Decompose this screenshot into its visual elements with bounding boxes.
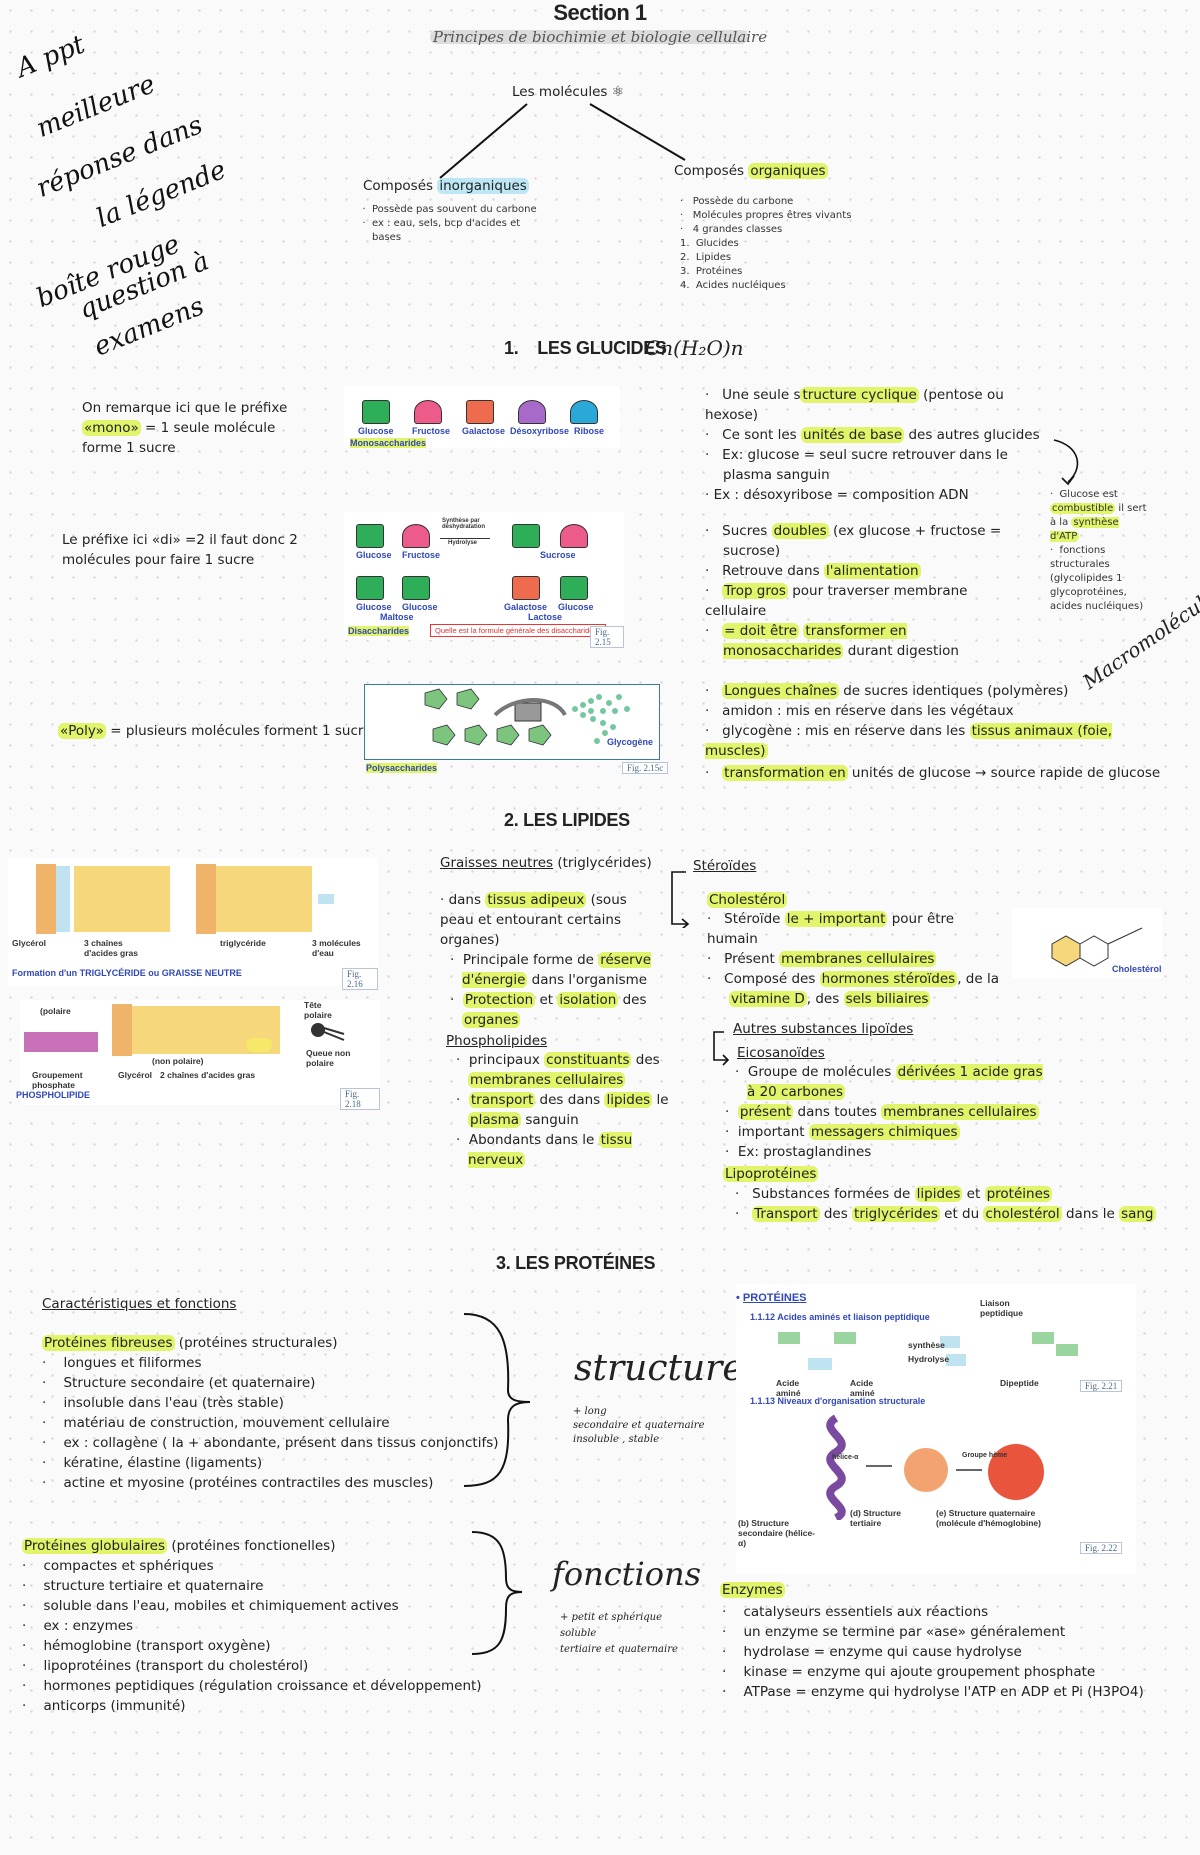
brace-icon (471, 1531, 523, 1655)
organic-title: Composés organiques (674, 163, 828, 179)
cholesterol-title: Cholestérol (707, 892, 788, 908)
bracket-icon (671, 871, 690, 928)
proteines-heading: 3. LES PROTÉINES (496, 1253, 656, 1273)
di-explanation: Le préfixe ici «di» =2 il faut donc 2 mo… (62, 532, 298, 568)
fonctions-word: fonctions (552, 1555, 702, 1593)
fig-label: Galactose (462, 426, 506, 436)
poly-notes: · Longues chaînes de sucres identiques (… (705, 683, 1161, 781)
phospholipides-title: Phospholipides (446, 1033, 548, 1049)
fig-tag: Fig. 2.15c (622, 762, 669, 774)
glucose-side-note: · Glucose est combustible il sert à la s… (1050, 489, 1147, 612)
disaccharides-figure: Synthèse par déshydratation Hydrolyse Gl… (344, 512, 624, 648)
autres-title: Autres substances lipoïdes (733, 1021, 914, 1037)
molecules-label: Les molécules ⚛ (512, 84, 625, 100)
fig-label: Désoxyribose (510, 426, 570, 436)
caracteristiques-title: Caractéristiques et fonctions (42, 1296, 237, 1312)
deoxyribose-ring (518, 400, 546, 424)
ribose-ring (570, 400, 598, 424)
fig-label: Fructose (412, 426, 451, 436)
phospholipides-notes: · principaux constituants des membranes … (456, 1052, 669, 1168)
fig-tag: Fig. 2.15 (590, 626, 624, 648)
lipoproteines-notes: · Substances formées de lipides et proté… (735, 1186, 1156, 1222)
fig-caption: Polysaccharides (366, 763, 438, 773)
eicosanoides-notes: · Groupe de molécules dérivées 1 acide g… (725, 1064, 1043, 1160)
fig-caption: Disaccharides (348, 626, 410, 636)
steroides-notes: · Stéroïde le + important pour être huma… (707, 911, 999, 1007)
poly-explanation: «Poly» = plusieurs molécules forment 1 s… (58, 723, 372, 739)
atom-icon: ⚛ (611, 84, 625, 100)
graisses-notes: · dans (sous peau et entourant certains … (440, 892, 651, 1028)
fonctions-notes: + petit et sphérique soluble tertiaire e… (560, 1612, 678, 1655)
structure-word: structure (574, 1348, 744, 1389)
polysaccharides-figure: Glycogène (364, 684, 660, 760)
glucose-ring (362, 400, 390, 424)
lipoproteines-title: Lipoprotéines (723, 1166, 819, 1182)
glycogen-drawing (424, 688, 630, 746)
monosaccharides-figure: Glucose Fructose Galactose Désoxyribose … (344, 386, 620, 448)
subtitle-highlight (430, 30, 748, 44)
globulaires-title: Protéines globulaires (protéines fonctio… (22, 1538, 336, 1554)
fig-label: Glucose (358, 426, 394, 436)
fibreuses-list: · longues et filiformes · Structure seco… (42, 1355, 499, 1491)
page-title: Section 1 (553, 0, 647, 25)
graisses-title: Graisses neutres (triglycérides) (440, 855, 652, 871)
fig-label: Synthèse par déshydratation (442, 518, 486, 530)
handwritten-note: A ppt meilleure réponse dans la légende … (12, 30, 318, 363)
bracket-icon (713, 1031, 730, 1066)
arrow-icon (1053, 439, 1079, 486)
inorganic-list: Possède pas souvent du carbone ex : eau,… (350, 203, 552, 245)
fig-label: Hydrolyse (448, 540, 478, 546)
inorganic-title: Composés inorganiques (363, 178, 529, 194)
triglyceride-figure: Glycérol 3 chaînes d'acides gras triglyc… (8, 858, 378, 990)
lipides-heading: 2. LES LIPIDES (504, 810, 630, 830)
fig-label: Ribose (574, 426, 605, 436)
fibreuses-title: Protéines fibreuses (protéines structura… (42, 1335, 338, 1351)
galactose-ring (466, 400, 494, 424)
tree-lines (439, 103, 686, 179)
steroides-title: Stéroïdes (693, 858, 757, 874)
mono-explanation: On remarque ici que le préfixe «mono» = … (82, 400, 288, 456)
di-notes: · Sucres doubles (ex glucose + fructose … (705, 523, 1002, 659)
fructose-ring (414, 400, 442, 424)
glucides-formula: Cn(H₂O)n (645, 336, 744, 360)
organic-list: · Possède du carbone · Molécules propres… (680, 196, 852, 291)
cholesterol-figure: Cholestérol (1012, 908, 1162, 978)
fig-caption: Monosaccharides (350, 438, 427, 448)
page-subtitle: Principes de biochimie et biologie cellu… (432, 28, 768, 46)
brace-icon (463, 1313, 531, 1487)
phospholipid-figure: (polaire Tête polaire (non polaire) Queu… (16, 1000, 380, 1110)
glucides-heading: 1. LES GLUCIDES (504, 338, 667, 358)
globulaires-list: · compactes et sphériques · structure te… (22, 1558, 482, 1714)
enzymes-list: · catalyseurs essentiels aux réactions ·… (722, 1604, 1144, 1700)
exam-question-box: Quelle est la formule générale des disac… (430, 624, 607, 637)
reaction-arrow (440, 538, 490, 539)
proteins-figure: • PROTÉINES 1.1.12 Acides aminés et liai… (736, 1284, 1136, 1574)
eicosanoides-title: Eicosanoïdes (737, 1045, 825, 1061)
structure-notes: + long secondaire et quaternaire insolub… (573, 1406, 705, 1445)
enzymes-title: Enzymes (720, 1582, 785, 1598)
